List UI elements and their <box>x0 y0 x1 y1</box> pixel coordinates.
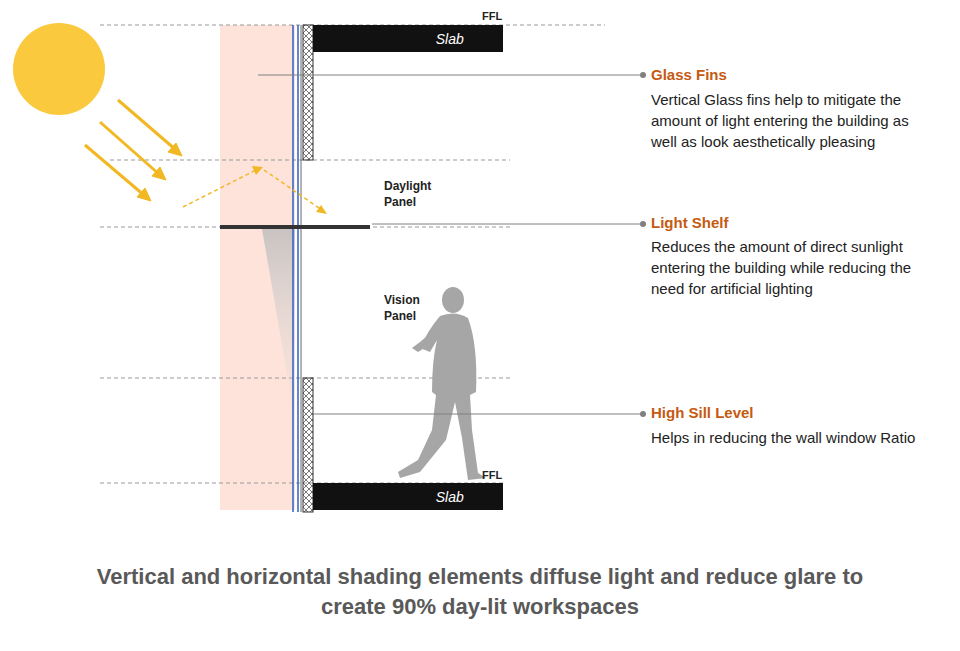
caption: Vertical and horizontal shading elements… <box>80 562 880 622</box>
panel-label: Vision Panel <box>384 292 444 324</box>
leader-dots <box>640 72 646 417</box>
sun <box>13 23 105 115</box>
callout-body: Vertical Glass fins help to mitigate the… <box>651 89 936 152</box>
callout-heading: Glass Fins <box>651 66 727 83</box>
shelf-shadow <box>222 229 295 420</box>
facade-zone <box>220 25 295 510</box>
sill-panel <box>303 378 313 512</box>
reflected-light <box>183 170 322 210</box>
slab-section: Slab <box>313 483 503 510</box>
callout-heading: High Sill Level <box>651 404 754 421</box>
sun-rays <box>85 100 182 201</box>
callout-body: Reduces the amount of direct sunlight en… <box>651 236 941 299</box>
light-shelf <box>220 225 370 229</box>
spandrel-panel <box>303 25 313 160</box>
slab-label: Slab <box>436 31 464 47</box>
callout-body: Helps in reducing the wall window Ratio <box>651 427 941 448</box>
glazing <box>293 25 301 512</box>
callout-heading: Light Shelf <box>651 214 729 231</box>
leader-lines <box>258 75 640 414</box>
reflected-heads <box>252 166 327 214</box>
slab-section: Slab <box>313 25 503 52</box>
level-mark: FFL <box>482 469 502 481</box>
slab-label: Slab <box>436 489 464 505</box>
panel-label: Daylight Panel <box>384 178 454 210</box>
level-mark: FFL <box>482 10 502 22</box>
